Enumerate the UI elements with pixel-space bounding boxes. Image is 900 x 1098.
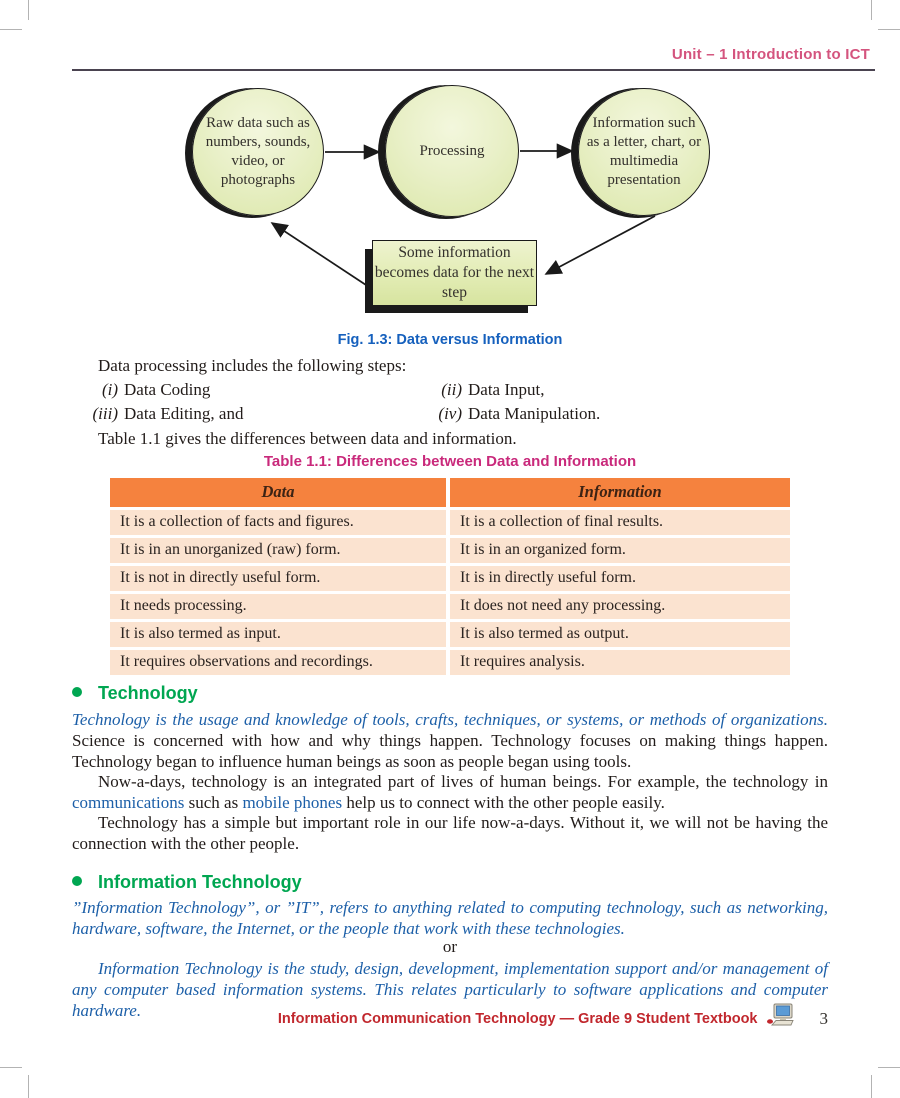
header-rule bbox=[72, 69, 875, 71]
table-cell: It is not in directly useful form. bbox=[110, 566, 450, 591]
footer-book-title: Information Communication Technology — G… bbox=[277, 1010, 758, 1027]
steps-outro: Table 1.1 gives the differences between … bbox=[98, 429, 517, 448]
step-label: Data Coding bbox=[124, 380, 211, 399]
table-row: It is a collection of facts and figures.… bbox=[110, 510, 790, 535]
step-number: (iii) bbox=[92, 404, 119, 423]
desktop-computer-icon bbox=[766, 1003, 796, 1034]
feedback-box-label: Some information becomes data for the ne… bbox=[374, 244, 535, 301]
table-cell: It requires analysis. bbox=[450, 650, 790, 675]
it-definition-1: ”Information Technology”, or ”IT”, refer… bbox=[72, 898, 828, 938]
crop-mark bbox=[878, 29, 900, 30]
crop-mark bbox=[871, 0, 872, 20]
crop-mark bbox=[0, 29, 22, 30]
table-header-data: Data bbox=[110, 478, 450, 507]
table-row: It needs processing. It does not need an… bbox=[110, 594, 790, 619]
step-label: Data Editing, and bbox=[124, 404, 244, 423]
table-cell: It is in directly useful form. bbox=[450, 566, 790, 591]
table-cell: It is in an unorganized (raw) form. bbox=[110, 538, 450, 563]
table-header-row: Data Information bbox=[110, 478, 790, 507]
bullet-icon bbox=[72, 876, 82, 886]
technology-lead-paragraph: Technology is the usage and knowledge of… bbox=[72, 709, 828, 772]
table-header-information: Information bbox=[450, 478, 790, 507]
table-row: It is in an unorganized (raw) form. It i… bbox=[110, 538, 790, 563]
figure-caption: Fig. 1.3: Data versus Information bbox=[337, 332, 563, 348]
paragraph-segment: help us to connect with the other people… bbox=[342, 793, 665, 812]
table-row: It is also termed as input. It is also t… bbox=[110, 622, 790, 647]
paragraph-segment: such as bbox=[184, 793, 243, 812]
steps-row-1: (i) Data Coding (ii) Data Input, bbox=[72, 379, 828, 400]
page-number: 3 bbox=[819, 1008, 829, 1028]
section-title: Information Technology bbox=[98, 872, 302, 892]
raw-data-node-label: Raw data such as numbers, sounds, video,… bbox=[205, 115, 311, 188]
crop-mark bbox=[878, 1067, 900, 1068]
mobile-phones-keyword: mobile phones bbox=[242, 793, 343, 812]
or-separator: or bbox=[442, 937, 458, 956]
table-cell: It is also termed as output. bbox=[450, 622, 790, 647]
technology-lead-rest: Science is concerned with how and why th… bbox=[72, 731, 828, 771]
bullet-icon bbox=[72, 687, 82, 697]
information-node-label: Information such as a letter, chart, or … bbox=[586, 115, 702, 188]
step-label: Data Manipulation. bbox=[468, 404, 601, 423]
raw-data-node: Raw data such as numbers, sounds, video,… bbox=[192, 88, 324, 216]
paragraph-segment: Now-a-days, technology is an integrated … bbox=[98, 772, 828, 791]
steps-row-2: (iii) Data Editing, and (iv) Data Manipu… bbox=[72, 403, 828, 424]
data-vs-information-table: Data Information It is a collection of f… bbox=[110, 478, 790, 678]
information-node: Information such as a letter, chart, or … bbox=[578, 88, 710, 216]
table-cell: It is also termed as input. bbox=[110, 622, 450, 647]
technology-definition: Technology is the usage and knowledge of… bbox=[72, 710, 828, 729]
it-definition-2: Information Technology is the study, des… bbox=[72, 959, 828, 1020]
technology-paragraph-3: Technology has a simple but important ro… bbox=[72, 813, 828, 853]
processing-node: Processing bbox=[385, 85, 519, 217]
crop-mark bbox=[0, 1067, 22, 1068]
table-cell: It requires observations and recordings. bbox=[110, 650, 450, 675]
steps-intro: Data processing includes the following s… bbox=[98, 356, 407, 375]
table-row: It is not in directly useful form. It is… bbox=[110, 566, 790, 591]
section-title: Technology bbox=[98, 683, 198, 703]
page-footer: Information Communication Technology — G… bbox=[72, 1003, 828, 1034]
data-information-cycle-diagram: Raw data such as numbers, sounds, video,… bbox=[0, 85, 900, 350]
table-cell: It is in an organized form. bbox=[450, 538, 790, 563]
crop-mark bbox=[28, 1075, 29, 1098]
unit-header: Unit – 1 Introduction to ICT bbox=[671, 46, 870, 63]
table-title: Table 1.1: Differences between Data and … bbox=[263, 453, 637, 470]
communications-keyword: communications bbox=[72, 793, 185, 812]
information-technology-section-heading: Information Technology bbox=[72, 872, 828, 893]
step-number: (ii) bbox=[441, 380, 462, 399]
crop-mark bbox=[871, 1075, 872, 1098]
feedback-box: Some information becomes data for the ne… bbox=[372, 240, 537, 306]
flow-arrows bbox=[270, 143, 656, 286]
table-cell: It does not need any processing. bbox=[450, 594, 790, 619]
crop-mark bbox=[28, 0, 29, 20]
table-cell: It needs processing. bbox=[110, 594, 450, 619]
technology-paragraph-2: Now-a-days, technology is an integrated … bbox=[72, 771, 828, 813]
step-number: (i) bbox=[101, 380, 118, 399]
table-row: It requires observations and recordings.… bbox=[110, 650, 790, 675]
technology-section-heading: Technology bbox=[72, 683, 828, 704]
processing-node-label: Processing bbox=[419, 142, 485, 159]
step-label: Data Input, bbox=[468, 380, 545, 399]
table-cell: It is a collection of final results. bbox=[450, 510, 790, 535]
table-cell: It is a collection of facts and figures. bbox=[110, 510, 450, 535]
step-number: (iv) bbox=[438, 404, 462, 423]
